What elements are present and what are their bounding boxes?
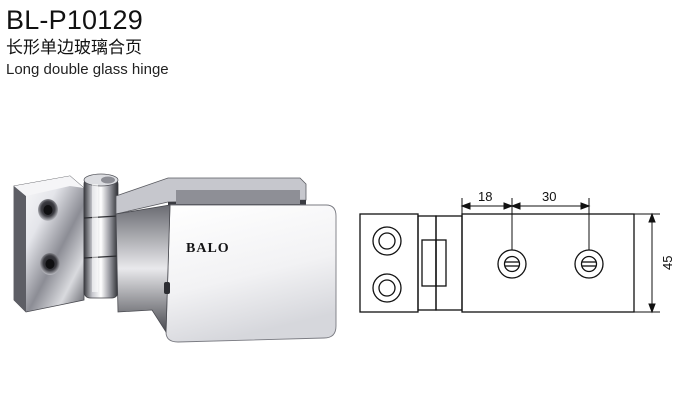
left-bracket bbox=[13, 175, 85, 313]
drawing-screw-icon bbox=[497, 249, 527, 279]
dimension-30-label: 30 bbox=[542, 189, 556, 204]
drawing-bracket-outline bbox=[359, 213, 419, 313]
drawing-hole-icon bbox=[372, 226, 402, 256]
product-name-chinese: 长形单边玻璃合页 bbox=[6, 38, 142, 58]
product-header: BL-P10129 长形单边玻璃合页 Long double glass hin… bbox=[6, 4, 169, 79]
product-name-english: Long double glass hinge bbox=[6, 61, 169, 78]
drawing-plate-outline bbox=[461, 213, 635, 313]
dimension-18-label: 18 bbox=[478, 189, 492, 204]
model-number: BL-P10129 bbox=[6, 5, 143, 35]
drawing-hole-icon bbox=[372, 273, 402, 303]
drawing-screw-icon bbox=[574, 249, 604, 279]
glass-clamp: BALO bbox=[115, 177, 337, 343]
hinge-barrel bbox=[83, 173, 119, 299]
dimension-45-label: 45 bbox=[660, 256, 675, 270]
brand-logo: BALO bbox=[186, 241, 230, 256]
